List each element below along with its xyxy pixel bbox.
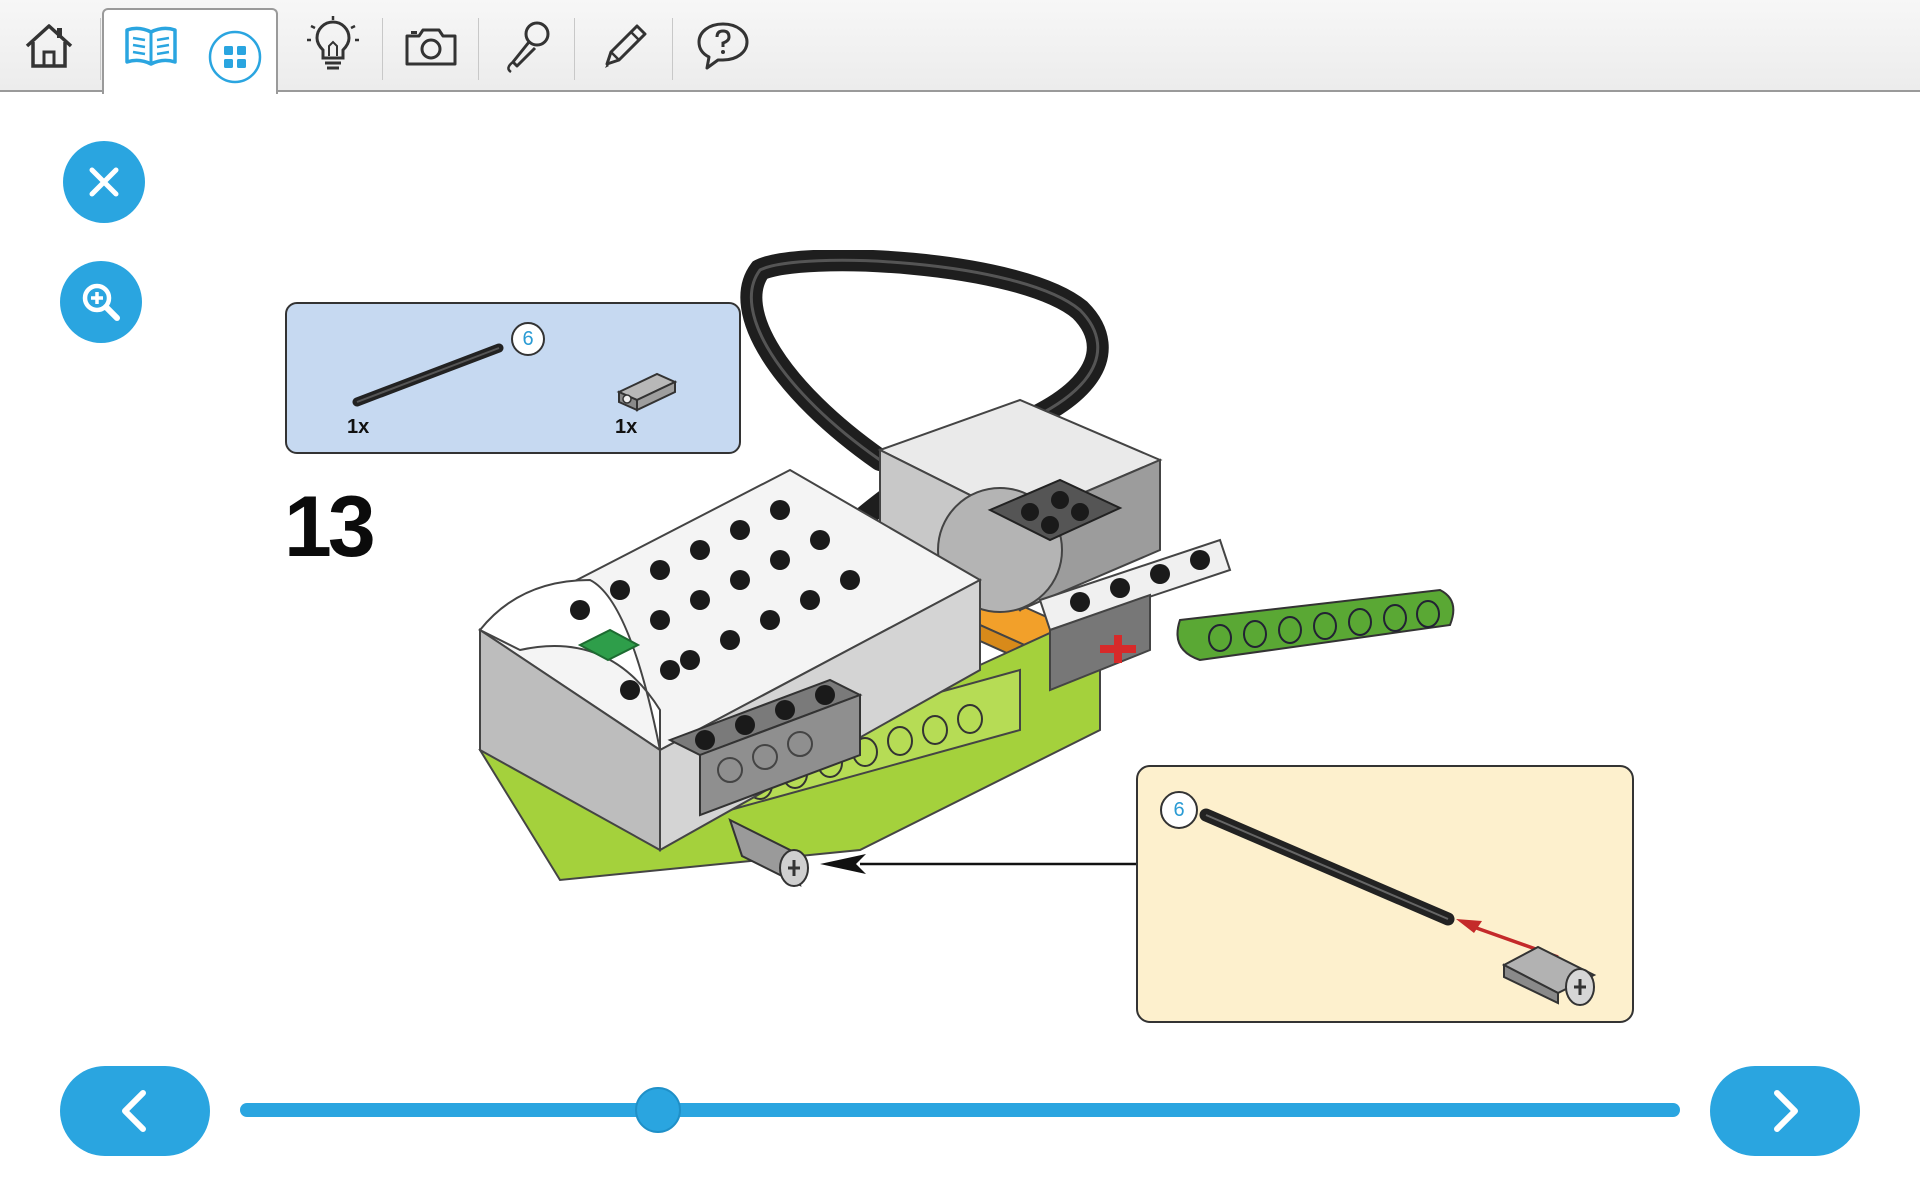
ideas-button[interactable] <box>300 0 366 92</box>
chevron-right-icon <box>1774 1090 1798 1132</box>
axle-quantity: 1x <box>347 416 370 438</box>
book-icon <box>125 26 177 66</box>
callout-length-label: 6 <box>1173 798 1185 821</box>
callout-assembly-image <box>1199 808 1597 1006</box>
parts-list-box: 6 1x 1x <box>285 302 741 454</box>
previous-step-button[interactable] <box>60 1066 210 1156</box>
callout-pointer <box>820 854 1136 874</box>
overview-button[interactable] <box>204 26 266 88</box>
top-toolbar <box>0 0 1920 94</box>
bushing-quantity: 1x <box>615 416 638 438</box>
zoom-in-icon <box>82 283 120 321</box>
home-button[interactable] <box>14 0 84 92</box>
camera-icon <box>405 28 457 66</box>
close-icon <box>89 167 119 197</box>
bushing-part-image <box>616 372 678 412</box>
help-icon <box>697 22 749 70</box>
record-button[interactable] <box>494 0 560 92</box>
slider-thumb[interactable] <box>634 1087 681 1133</box>
callout-length-badge: 6 <box>1160 791 1198 829</box>
chevron-left-icon <box>122 1090 146 1132</box>
close-button[interactable] <box>63 141 145 223</box>
zoom-button[interactable] <box>60 261 142 343</box>
next-step-button[interactable] <box>1710 1066 1860 1156</box>
camera-button[interactable] <box>398 0 464 92</box>
assembly-callout: 6 <box>1136 765 1634 1023</box>
axle-part-image <box>352 343 504 407</box>
help-button[interactable] <box>690 0 756 92</box>
microphone-icon <box>507 21 550 74</box>
pencil-icon <box>605 24 647 68</box>
step-number: 13 <box>284 479 376 575</box>
model-illustration <box>478 250 1455 887</box>
notes-button[interactable] <box>592 0 658 92</box>
axle-length-badge: 6 <box>511 322 545 356</box>
grid-icon <box>208 30 262 84</box>
step-progress-slider[interactable] <box>240 1087 1680 1133</box>
instructions-button[interactable] <box>118 0 184 92</box>
home-icon <box>25 24 73 68</box>
axle-length-label: 6 <box>522 327 534 350</box>
lightbulb-icon <box>307 16 359 70</box>
